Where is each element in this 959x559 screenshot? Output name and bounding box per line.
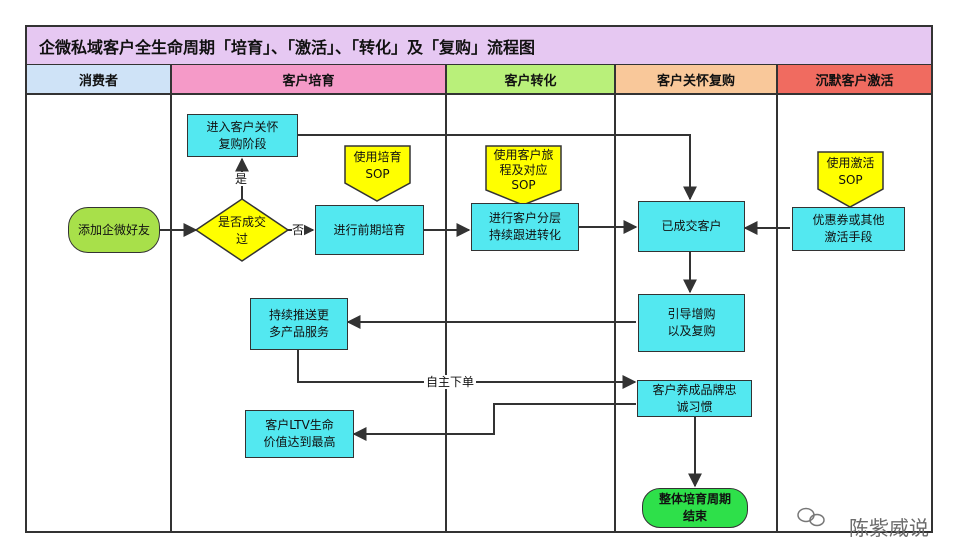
lane-divider	[445, 95, 447, 532]
decision-closed-deal: 是否成交 过	[217, 215, 266, 246]
sop-nurture-shape	[344, 145, 411, 202]
edge-habit-to-ltv	[352, 403, 636, 441]
ltv-maximized: 客户LTV生命 价值达到最高	[245, 410, 354, 458]
cycle-end: 整体培育周期 结束	[642, 488, 748, 528]
lane-header-care-repurchase: 客户关怀复购	[616, 65, 778, 95]
layered-convert: 进行客户分层 持续跟进转化	[471, 203, 579, 251]
closed-customer: 已成交客户	[638, 201, 745, 252]
decision-diamond	[194, 198, 290, 262]
lane-divider	[170, 95, 172, 532]
lane-divider	[776, 95, 778, 532]
edge-label-yes: 是	[235, 172, 248, 186]
lane-header-consumer: 消费者	[25, 65, 172, 95]
edge-label-no: 否	[292, 223, 305, 237]
sop-activate-shape	[817, 151, 884, 208]
sop-journey: 使用客户旅 程及对应 SOP	[493, 147, 554, 192]
push-more-products: 持续推送更 多产品服务	[250, 298, 348, 350]
sop-activate: 使用激活 SOP	[826, 156, 875, 187]
lane-header-silent-activation: 沉默客户激活	[778, 65, 933, 95]
diagram-frame	[25, 25, 933, 533]
edge-care-to-closed	[298, 134, 697, 201]
edge-push-to-habit	[297, 350, 637, 389]
brand-loyalty-habit: 客户养成品牌忠 诚习惯	[637, 380, 752, 417]
coupon-activation: 优惠券或其他 激活手段	[792, 207, 905, 251]
diagram-title: 企微私域客户全生命周期「培育」、「激活」、「转化」及「复购」流程图	[25, 25, 933, 66]
lane-divider	[614, 95, 616, 532]
lane-header-convert: 客户转化	[447, 65, 616, 95]
wechat-icon	[797, 507, 825, 527]
guide-upsell-repurchase: 引导增购 以及复购	[638, 294, 745, 352]
watermark-text: 陈紫威说	[849, 516, 929, 540]
edge-label-self-order: 自主下单	[424, 375, 477, 389]
enter-care-stage: 进入客户关怀 复购阶段	[187, 114, 298, 157]
sop-journey-shape	[485, 145, 562, 206]
early-nurture: 进行前期培育	[315, 205, 424, 255]
sop-nurture: 使用培育 SOP	[353, 150, 402, 181]
start-add-friend: 添加企微好友	[68, 207, 160, 253]
watermark: 陈紫威说	[849, 512, 929, 541]
lane-header-nurture: 客户培育	[172, 65, 447, 95]
